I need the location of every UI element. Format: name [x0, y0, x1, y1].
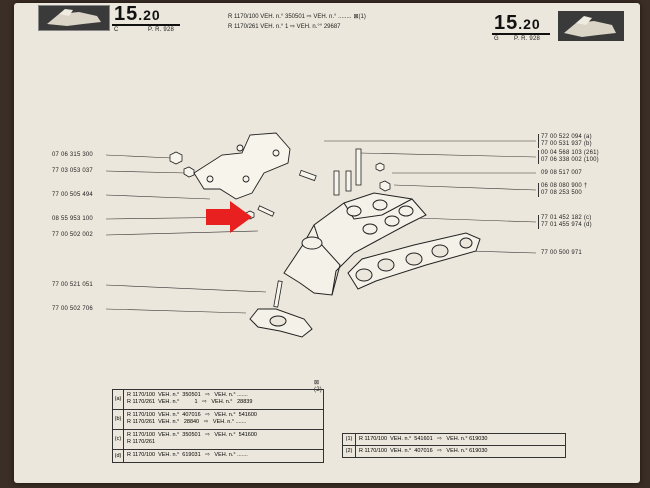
row-key: (b) [113, 410, 124, 429]
bracket-group-4 [538, 215, 539, 229]
section-code-left: C [114, 27, 119, 33]
part-number-right-3: 09 08 517 007 [541, 170, 582, 176]
table-row: (b) R 1170/100 VEH. n.° 407016 ⇨ VEH. n.… [113, 410, 323, 430]
part-number-left-6: 77 00 502 706 [52, 306, 93, 312]
row-key: (c) [113, 430, 124, 449]
row-key: (d) [113, 450, 124, 462]
footnote-table: (1) R 1170/100 VEH. n.° 541601 ⇨ VEH. n.… [342, 433, 566, 458]
page-number-right: 15.20 [494, 12, 541, 34]
part-number-right-5b: 77 01 455 974 (d) [541, 222, 592, 228]
section-code-right: G [494, 36, 499, 42]
part-number-right-5a: 77 01 452 182 (c) [541, 215, 592, 221]
row-text: R 1170/100 VEH. n.° 407016 ⇨ VEH. n.° 54… [127, 412, 257, 425]
applicability-table: (a) R 1170/100 VEH. n.° 350501 ⇨ VEH. n.… [112, 389, 324, 463]
row-key: (2) [343, 446, 356, 457]
header-thumbnail-left [38, 5, 110, 31]
table-row: (c) R 1170/100 VEH. n.° 350501 ⇨ VEH. n.… [113, 430, 323, 450]
row-text: R 1170/100 VEH. n.° 619031 ⇨ VEH. n.° ..… [127, 452, 248, 458]
header-applicability-line-2: R 1170/261 VEH. n.° 1 ⇨ VEH. n.°° 29687 [228, 24, 341, 30]
part-number-left-1: 77 03 053 037 [52, 168, 93, 174]
table-note-2: ⊠(2) [314, 380, 322, 393]
crossed-box-icon: ⊠ [353, 14, 359, 20]
row-text: R 1170/100 VEH. n.° 541601 ⇨ VEH. n.° 61… [359, 436, 488, 442]
part-number-left-2: 77 00 505 494 [52, 192, 93, 198]
underline-left [112, 24, 180, 26]
bracket-group-1 [538, 134, 539, 148]
underline-right [492, 33, 550, 35]
pr-number-right: P. R. 928 [514, 36, 541, 42]
bracket-group-3 [538, 183, 539, 197]
crossed-box-icon: ⊠ [314, 380, 320, 386]
table-row: (2) R 1170/100 VEH. n.° 407016 ⇨ VEH. n.… [343, 446, 565, 457]
exploded-view-diagram [105, 132, 537, 338]
header-applicability-line-1: R 1170/100 VEH. n.° 350501 ⇨ VEH. n.° ..… [228, 14, 366, 20]
part-number-left-5: 77 00 521 051 [52, 282, 93, 288]
red-arrow-icon [206, 201, 252, 233]
pr-number-left: P. R. 928 [148, 27, 175, 33]
bracket-group-2 [538, 150, 539, 164]
row-key: (1) [343, 434, 356, 445]
page-number-left: 15.20 [114, 3, 161, 25]
manifold-thumbnail-icon [558, 11, 624, 41]
part-number-left-3: 08 55 953 100 [52, 216, 93, 222]
table-row: (a) R 1170/100 VEH. n.° 350501 ⇨ VEH. n.… [113, 390, 323, 410]
table-row: (1) R 1170/100 VEH. n.° 541601 ⇨ VEH. n.… [343, 434, 565, 446]
part-number-right-1a: 77 00 522 094 (a) [541, 134, 592, 140]
part-number-right-6: 77 00 500 971 [541, 250, 582, 256]
row-text: R 1170/100 VEH. n.° 350501 ⇨ VEH. n.° ..… [127, 392, 253, 405]
row-text: R 1170/100 VEH. n.° 407016 ⇨ VEH. n.° 61… [359, 448, 488, 454]
catalog-page: 15.20 C P. R. 928 R 1170/100 VEH. n.° 35… [14, 3, 640, 483]
part-number-left-0: 07 06 315 300 [52, 152, 93, 158]
row-text: R 1170/100 VEH. n.° 350501 ⇨ VEH. n.° 54… [127, 432, 257, 445]
part-number-right-4a: 06 08 080 900 † [541, 183, 588, 189]
part-number-right-2a: 00 04 568 103 (261) [541, 150, 599, 156]
manifold-thumbnail-icon [39, 6, 109, 30]
part-number-right-1b: 77 00 531 937 (b) [541, 141, 592, 147]
part-number-right-4b: 07 08 253 500 [541, 190, 582, 196]
header-thumbnail-right [558, 11, 624, 41]
part-number-left-4: 77 00 502 002 [52, 232, 93, 238]
row-key: (a) [113, 390, 124, 409]
part-number-right-2b: 07 06 338 002 (100) [541, 157, 599, 163]
table-row: (d) R 1170/100 VEH. n.° 619031 ⇨ VEH. n.… [113, 450, 323, 462]
